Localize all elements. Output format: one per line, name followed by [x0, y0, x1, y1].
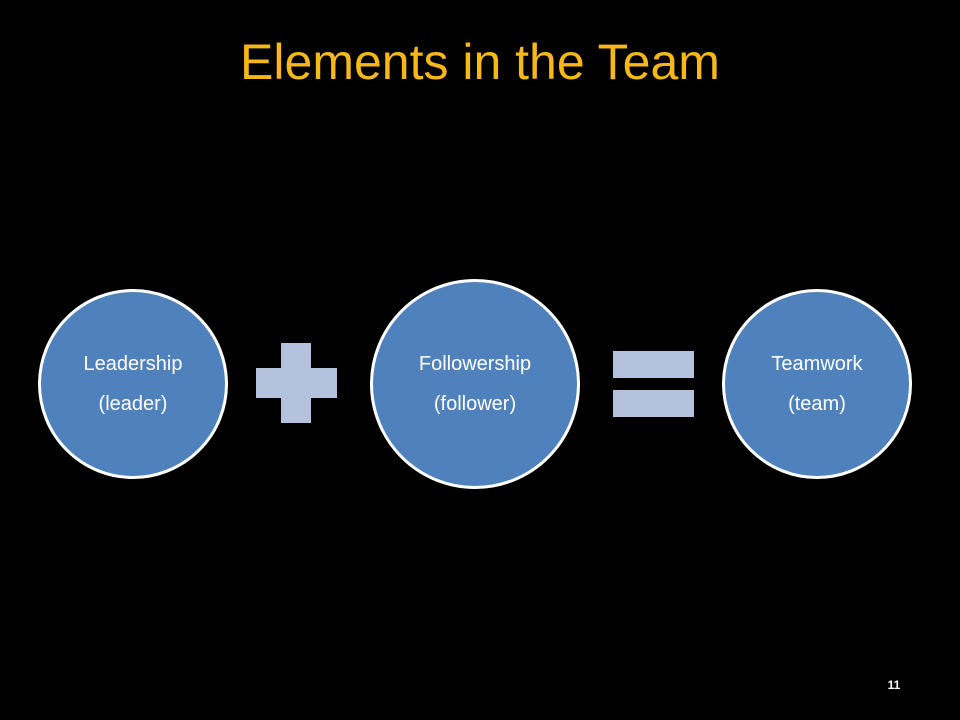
- follower-label: (follower): [433, 393, 517, 415]
- plus-icon-horizontal-bar: [256, 368, 337, 398]
- followership-circle: Followership (follower): [370, 279, 580, 489]
- teamwork-circle: Teamwork (team): [722, 289, 912, 479]
- slide-number: 11: [887, 678, 901, 692]
- teamwork-label: Teamwork: [771, 353, 863, 375]
- equals-icon-bottom-bar: [613, 390, 694, 417]
- leader-label: (leader): [98, 393, 168, 415]
- slide-title: Elements in the Team: [240, 34, 720, 90]
- team-label: (team): [788, 393, 846, 415]
- followership-label: Followership: [418, 353, 532, 375]
- equals-icon-top-bar: [613, 351, 694, 378]
- leadership-circle: Leadership (leader): [38, 289, 228, 479]
- leadership-label: Leadership: [83, 353, 183, 375]
